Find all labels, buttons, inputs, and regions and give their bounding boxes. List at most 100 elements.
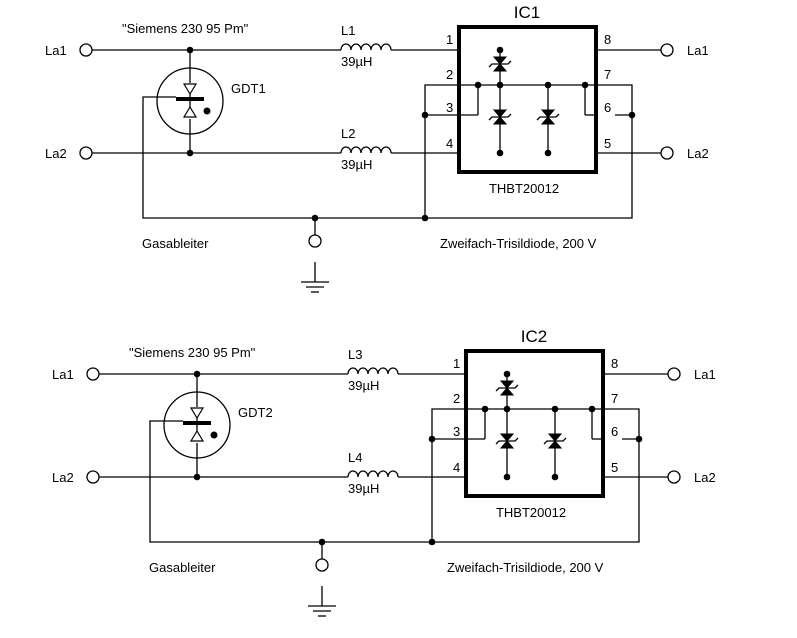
terminal-circle xyxy=(315,558,329,572)
trisil-diode-symbol xyxy=(488,56,512,72)
trisil-bar xyxy=(488,113,512,121)
pin-number-7: 7 xyxy=(604,67,611,82)
terminal-circle xyxy=(308,234,322,248)
wire-pin2-loop xyxy=(431,408,466,542)
junction-dot xyxy=(186,46,194,54)
gas-arrester-label: Gasableiter xyxy=(149,560,216,575)
gdt-part-note: "Siemens 230 95 Pm" xyxy=(122,21,249,36)
terminal-label-la1-right: La1 xyxy=(687,43,709,58)
trisil-triangle-down xyxy=(492,56,508,65)
junction-dot xyxy=(186,149,194,157)
terminal-label-la2-left: La2 xyxy=(45,146,67,161)
pin-number-8: 8 xyxy=(611,356,618,371)
trisil-bar xyxy=(495,384,519,392)
terminal-label-la1-left: La1 xyxy=(52,367,74,382)
trisil-triangle-up xyxy=(492,63,508,72)
inductor-bottom-name: L2 xyxy=(341,126,355,141)
trisil-diode-symbol xyxy=(495,433,519,449)
trisil-bar xyxy=(495,437,519,445)
trisil-triangle-up xyxy=(547,440,563,449)
gdt-arrow-up xyxy=(189,429,205,442)
gas-discharge-tube xyxy=(163,391,231,459)
inductor-bottom xyxy=(347,470,399,478)
pin-number-4: 4 xyxy=(453,460,460,475)
pin-number-5: 5 xyxy=(604,136,611,151)
junction-dot xyxy=(193,370,201,378)
junction-dot xyxy=(428,435,436,443)
junction-dot xyxy=(496,149,504,157)
gdt-arrow-down xyxy=(182,83,198,96)
ic-package xyxy=(464,349,605,498)
gdt-electrode xyxy=(176,97,204,101)
terminal-circle xyxy=(667,367,681,381)
pin-number-4: 4 xyxy=(446,136,453,151)
inductor-bottom-value: 39µH xyxy=(341,157,372,172)
junction-dot xyxy=(544,81,552,89)
pin-number-3: 3 xyxy=(446,100,453,115)
ic-designator: IC2 xyxy=(521,327,547,346)
junction-dot xyxy=(551,405,559,413)
junction-dot xyxy=(581,81,589,89)
inductor-top xyxy=(347,367,399,375)
trisil-diode-symbol xyxy=(536,109,560,125)
wire-pin2-loop xyxy=(424,84,459,218)
inductor-top-value: 39µH xyxy=(341,54,372,69)
trisil-diode-symbol xyxy=(495,380,519,396)
inductor-bottom-value: 39µH xyxy=(348,481,379,496)
pin-number-8: 8 xyxy=(604,32,611,47)
junction-dot xyxy=(421,111,429,119)
wire-pin7-loop xyxy=(603,408,640,439)
trisil-label: Zweifach-Trisildiode, 200 V xyxy=(440,236,597,251)
pin-number-1: 1 xyxy=(453,356,460,371)
pin-number-2: 2 xyxy=(453,391,460,406)
gdt-gas-dot xyxy=(203,107,211,115)
trisil-bar xyxy=(543,437,567,445)
inductor-coil xyxy=(347,470,399,478)
trisil-triangle-down xyxy=(499,380,515,389)
junction-dot xyxy=(193,473,201,481)
inductor-coil xyxy=(340,43,392,51)
terminal-circle xyxy=(79,146,93,160)
trisil-triangle-up xyxy=(499,440,515,449)
trisil-triangle-up xyxy=(540,116,556,125)
trisil-triangle-down xyxy=(540,109,556,118)
terminal-label-la2-left: La2 xyxy=(52,470,74,485)
pin-number-6: 6 xyxy=(604,100,611,115)
inductor-top xyxy=(340,43,392,51)
inductor-top-name: L3 xyxy=(348,347,362,362)
trisil-triangle-down xyxy=(499,433,515,442)
inductor-coil xyxy=(340,146,392,154)
junction-dot xyxy=(588,405,596,413)
junction-dot xyxy=(551,473,559,481)
gdt-designator: GDT1 xyxy=(231,81,266,96)
gdt-part-note: "Siemens 230 95 Pm" xyxy=(129,345,256,360)
junction-dot xyxy=(503,473,511,481)
terminal-circle xyxy=(660,146,674,160)
junction-dot xyxy=(481,405,489,413)
ground-symbol xyxy=(301,262,329,293)
pin-number-3: 3 xyxy=(453,424,460,439)
terminal-circle xyxy=(667,470,681,484)
ic-package xyxy=(457,25,598,174)
junction-dot xyxy=(421,214,429,222)
terminal-label-la2-right: La2 xyxy=(694,470,716,485)
trisil-bar xyxy=(536,113,560,121)
gas-discharge-tube xyxy=(156,67,224,135)
gdt-arrow-up xyxy=(182,105,198,118)
inductor-top-name: L1 xyxy=(341,23,355,38)
terminal-label-la1-left: La1 xyxy=(45,43,67,58)
junction-dot xyxy=(544,149,552,157)
ic-part-number: THBT20012 xyxy=(489,181,559,196)
inductor-bottom xyxy=(340,146,392,154)
trisil-triangle-up xyxy=(492,116,508,125)
trisil-bar xyxy=(488,60,512,68)
gdt-designator: GDT2 xyxy=(238,405,273,420)
trisil-triangle-up xyxy=(499,387,515,396)
ground-symbol xyxy=(308,586,336,617)
junction-dot xyxy=(496,46,504,54)
junction-dot xyxy=(628,111,636,119)
inductor-bottom-name: L4 xyxy=(348,450,362,465)
inductor-coil xyxy=(347,367,399,375)
